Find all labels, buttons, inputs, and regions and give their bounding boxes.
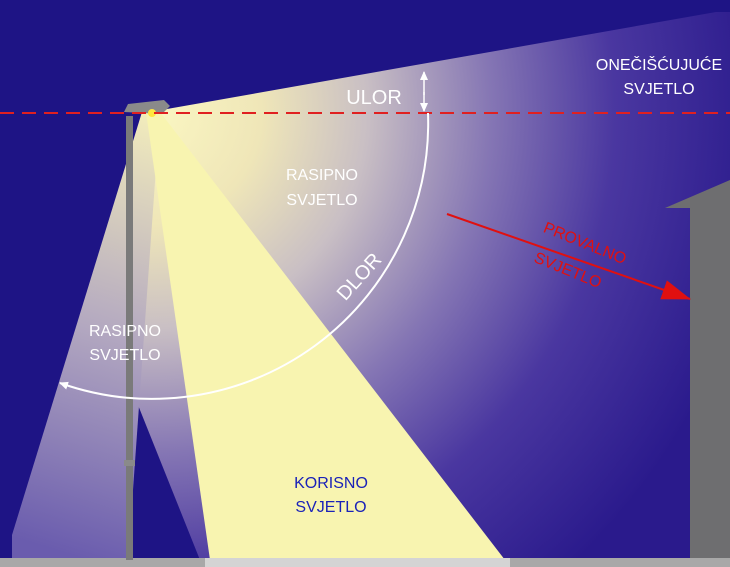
- label-rasipno-left: RASIPNO: [89, 323, 161, 340]
- left-spread-light: [12, 112, 160, 560]
- label-korisno: KORISNO: [294, 475, 368, 492]
- label-ulor: ULOR: [346, 87, 402, 109]
- building: [665, 180, 730, 560]
- intrusive-light-arrow: [446, 213, 691, 300]
- useful-light-beam: [146, 112, 505, 560]
- label-rasipno-upper: RASIPNO: [286, 167, 358, 184]
- label-rasipno-left-svjetlo: SVJETLO: [89, 347, 160, 364]
- street-light-pole: [126, 116, 133, 560]
- ground-light-strip: [205, 558, 510, 567]
- label-onecisc-svjetlo: SVJETLO: [623, 81, 694, 98]
- pole-base-ring: [124, 460, 135, 466]
- label-korisno-svjetlo: SVJETLO: [295, 499, 366, 516]
- lamp-head: [124, 100, 170, 114]
- label-rasipno-upper-svjetlo: SVJETLO: [286, 192, 357, 209]
- label-onecisc: ONEČIŠĆUJUĆE: [596, 55, 722, 74]
- dlor-arc: [59, 112, 430, 400]
- lamp-source: [148, 109, 156, 117]
